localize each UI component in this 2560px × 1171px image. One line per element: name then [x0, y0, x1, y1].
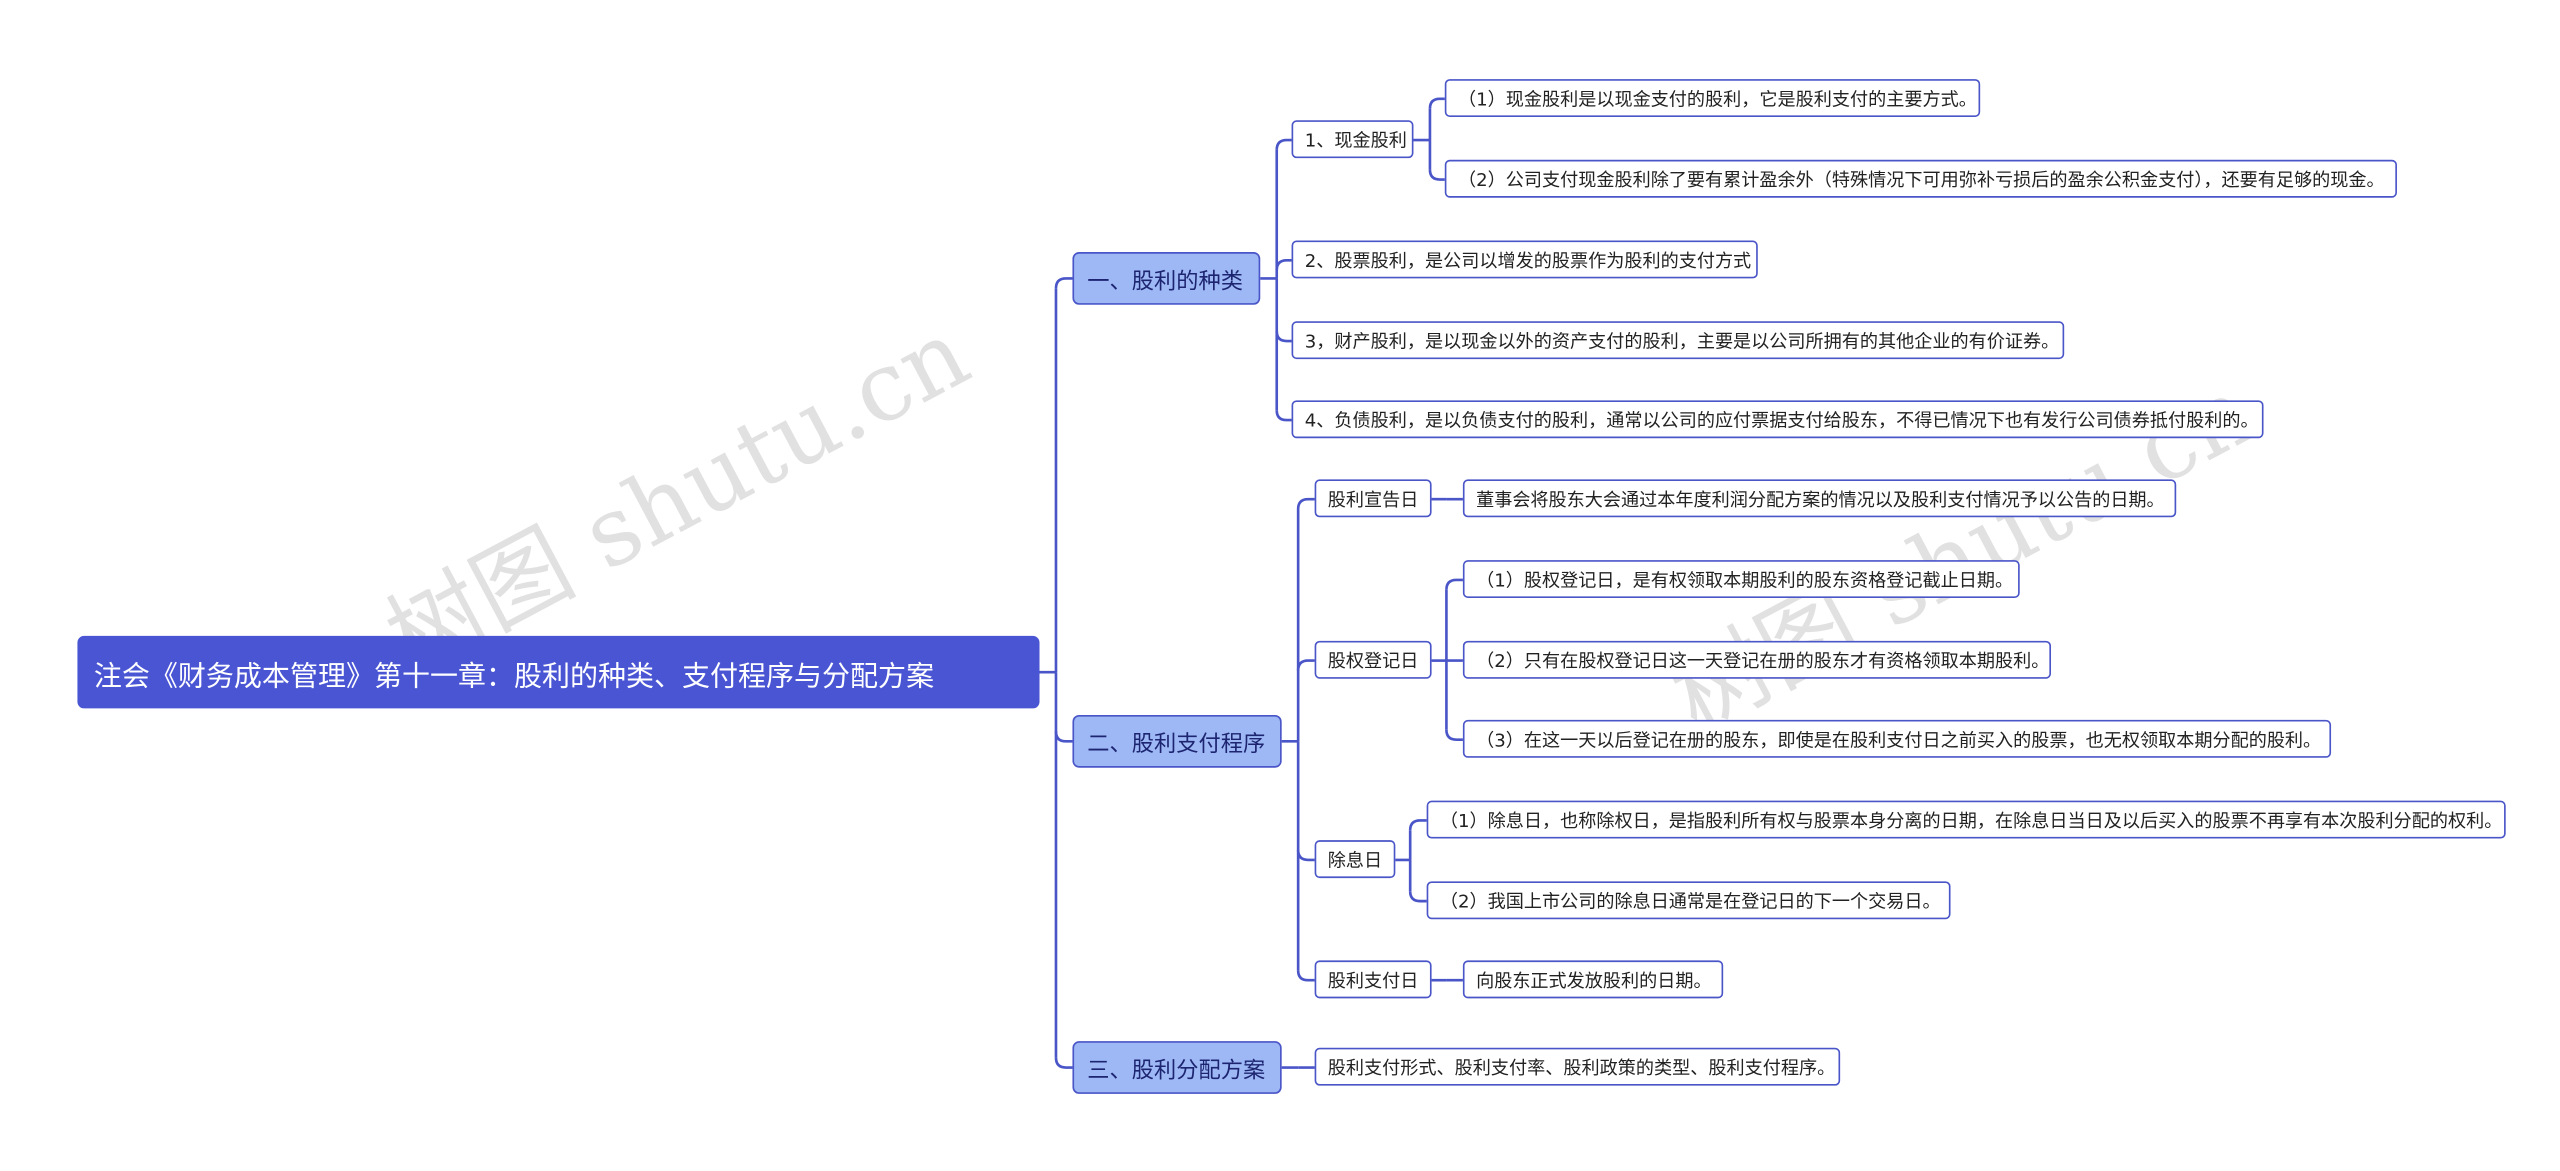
- connector-line: [1428, 97, 1445, 109]
- connector-line: [1445, 578, 1463, 590]
- leaf-ex-dividend-2[interactable]: （2）我国上市公司的除息日通常是在登记日的下一个交易日。: [1426, 881, 1951, 920]
- connector-line: [1296, 849, 1315, 862]
- connector-line: [1275, 138, 1292, 150]
- connector-line: [1408, 819, 1427, 831]
- leaf-cash-dividend-1[interactable]: （1）现金股利是以现金支付的股利，它是股利支付的主要方式。: [1444, 79, 1981, 117]
- leaf-ex-dividend-1[interactable]: （1）除息日，也称除权日，是指股利所有权与股票本身分离的日期，在除息日当日及以后…: [1426, 800, 2506, 839]
- connector-line: [1275, 258, 1292, 271]
- connector-line: [1445, 729, 1463, 742]
- leaf-record-date-2[interactable]: （2）只有在股权登记日这一天登记在册的股东才有资格领取本期股利。: [1462, 640, 2052, 679]
- node-stock-dividend[interactable]: 2、股票股利，是公司以增发的股票作为股利的支付方式: [1291, 240, 1758, 279]
- node-ex-dividend-date[interactable]: 除息日: [1314, 840, 1396, 879]
- leaf-payment-date[interactable]: 向股东正式发放股利的日期。: [1462, 960, 1724, 999]
- connector-line: [1054, 731, 1073, 743]
- root-topic[interactable]: 注会《财务成本管理》第十一章：股利的种类、支付程序与分配方案: [77, 635, 1040, 709]
- node-record-date[interactable]: 股权登记日: [1314, 640, 1432, 679]
- node-liability-dividend[interactable]: 4、负债股利，是以负债支付的股利，通常以公司的应付票据支付给股东，不得已情况下也…: [1291, 400, 2264, 439]
- leaf-cash-dividend-2[interactable]: （2）公司支付现金股利除了要有累计盈余外（特殊情况下可用弥补亏损后的盈余公积金支…: [1444, 159, 2397, 198]
- connector-line: [1296, 970, 1315, 982]
- node-distribution-plan[interactable]: 股利支付形式、股利支付率、股利政策的类型、股利支付程序。: [1314, 1047, 1841, 1086]
- node-cash-dividend[interactable]: 1、现金股利: [1291, 120, 1414, 159]
- node-property-dividend[interactable]: 3，财产股利，是以现金以外的资产支付的股利，主要是以公司所拥有的其他企业的有价证…: [1291, 321, 2065, 360]
- connector-line: [1428, 169, 1445, 181]
- connector-line: [1408, 891, 1427, 903]
- branch-dividend-types[interactable]: 一、股利的种类: [1072, 252, 1261, 305]
- connector-line: [1296, 659, 1315, 671]
- connector-line: [1275, 331, 1292, 343]
- node-payment-date[interactable]: 股利支付日: [1314, 960, 1432, 999]
- branch-payment-procedure[interactable]: 二、股利支付程序: [1072, 714, 1282, 768]
- connector-line: [1054, 277, 1073, 289]
- leaf-record-date-1[interactable]: （1）股权登记日，是有权领取本期股利的股东资格登记截止日期。: [1462, 560, 2020, 599]
- node-declaration-date[interactable]: 股利宣告日: [1314, 479, 1432, 518]
- connector-line: [1296, 497, 1315, 510]
- leaf-declaration-date[interactable]: 董事会将股东大会通过本年度利润分配方案的情况以及股利支付情况予以公告的日期。: [1462, 479, 2177, 518]
- leaf-record-date-3[interactable]: （3）在这一天以后登记在册的股东，即使是在股利支付日之前买入的股票，也无权领取本…: [1462, 719, 2332, 758]
- connector-line: [1054, 1057, 1073, 1069]
- branch-distribution-plan[interactable]: 三、股利分配方案: [1072, 1041, 1282, 1094]
- connector-line: [1275, 410, 1292, 422]
